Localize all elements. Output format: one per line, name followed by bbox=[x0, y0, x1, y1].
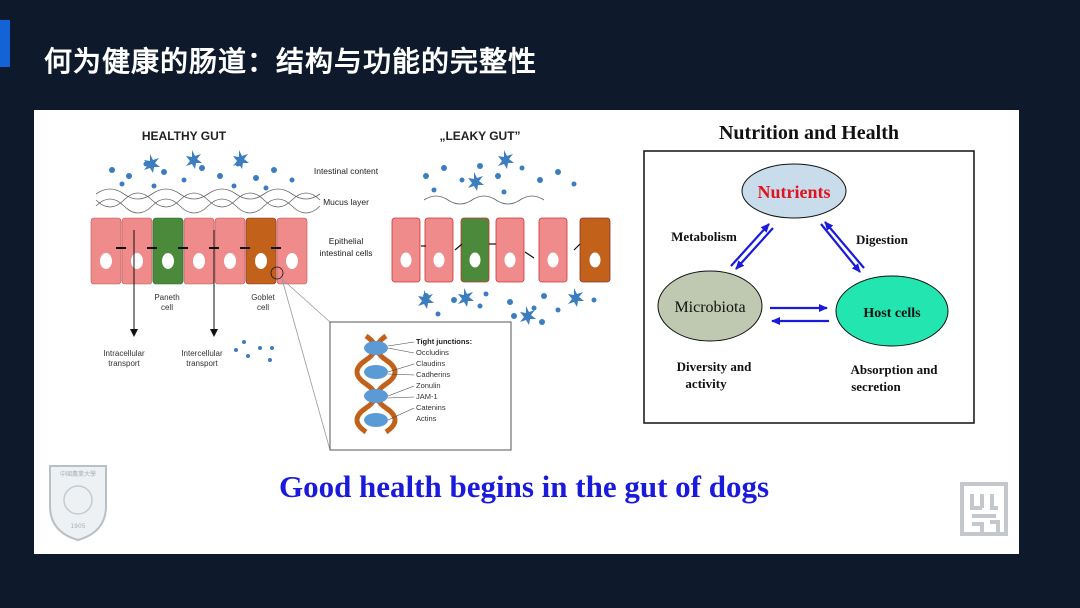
host-cells-label: Host cells bbox=[863, 306, 921, 321]
leaky-epithelium bbox=[391, 217, 611, 283]
tagline: Good health begins in the gut of dogs bbox=[279, 469, 769, 504]
content-panel: HEALTHY GUT „LEAKY GUT” Intestinal conte… bbox=[34, 110, 1019, 554]
goblet-label-line1: Goblet bbox=[251, 293, 275, 302]
intracellular-label-line1: Intracellular bbox=[103, 349, 145, 358]
seal-text: 中國農業大學 bbox=[60, 470, 96, 478]
intercellular-label-line2: transport bbox=[186, 359, 218, 368]
nutrition-figure-title: Nutrition and Health bbox=[719, 122, 899, 144]
tight-junction-item: Actins bbox=[416, 414, 437, 423]
mucus-layer-label: Mucus layer bbox=[323, 197, 369, 207]
tight-junction-item: Occludins bbox=[416, 348, 449, 357]
leaky-microbes bbox=[418, 150, 597, 325]
leaky-mucus-layer bbox=[423, 195, 545, 205]
epithelial-label-line2: intestinal cells bbox=[320, 248, 373, 258]
flow-arrows bbox=[730, 221, 865, 325]
microbiota-label: Microbiota bbox=[674, 299, 745, 316]
absorption-caption-line1: Absorption and bbox=[850, 362, 938, 377]
healthy-microbes bbox=[109, 150, 295, 191]
nutrients-node bbox=[741, 163, 847, 219]
slide-title: 何为健康的肠道：结构与功能的完整性 bbox=[44, 45, 538, 78]
leaky-gut-title: „LEAKY GUT” bbox=[439, 129, 520, 143]
intestinal-content-label: Intestinal content bbox=[314, 166, 379, 176]
absorption-caption-line2: secretion bbox=[851, 379, 901, 394]
intercellular-label-line1: Intercellular bbox=[181, 349, 223, 358]
diversity-caption-line2: activity bbox=[685, 376, 727, 391]
square-seal-icon bbox=[960, 482, 1008, 536]
tight-junction-item: Zonulin bbox=[416, 381, 441, 390]
metabolism-label: Metabolism bbox=[671, 229, 737, 244]
tight-junctions-list: OccludinsClaudinsCadherinsZonulinJAM-1Ca… bbox=[416, 348, 450, 423]
gut-figure: HEALTHY GUT „LEAKY GUT” Intestinal conte… bbox=[90, 129, 611, 451]
healthy-epithelium bbox=[90, 217, 308, 285]
seal-year: 1905 bbox=[70, 523, 85, 530]
tight-junctions-heading: Tight junctions: bbox=[416, 337, 472, 346]
intracellular-label-line2: transport bbox=[108, 359, 140, 368]
tight-junction-item: Claudins bbox=[416, 359, 445, 368]
zoom-line-top bbox=[281, 278, 331, 323]
microbiota-node bbox=[657, 270, 763, 342]
content-svg: HEALTHY GUT „LEAKY GUT” Intestinal conte… bbox=[49, 122, 1008, 542]
tight-junction-item: Catenins bbox=[416, 403, 446, 412]
goblet-label-line2: cell bbox=[257, 303, 269, 312]
nutrients-label: Nutrients bbox=[758, 182, 831, 202]
healthy-mucus-layer bbox=[95, 188, 321, 214]
epithelial-label-line1: Epithelial bbox=[329, 236, 364, 246]
lumen-dots bbox=[234, 340, 274, 362]
paneth-label-line2: cell bbox=[161, 303, 173, 312]
diversity-caption-line1: Diversity and bbox=[677, 359, 753, 374]
nutrition-figure: Nutrition and Health Nutrients Microbiot… bbox=[643, 122, 975, 424]
paneth-label-line1: Paneth bbox=[154, 293, 179, 302]
university-seal-icon: 中國農業大學 1905 bbox=[49, 465, 107, 542]
title-accent-bar bbox=[0, 20, 10, 67]
healthy-gut-title: HEALTHY GUT bbox=[142, 129, 227, 143]
tight-junction-item: Cadherins bbox=[416, 370, 450, 379]
tight-junction-item: JAM-1 bbox=[416, 392, 438, 401]
host-cells-node bbox=[835, 275, 949, 347]
zoom-line-bottom bbox=[281, 278, 331, 451]
digestion-label: Digestion bbox=[856, 232, 909, 247]
tight-junction-illustration bbox=[354, 333, 415, 435]
